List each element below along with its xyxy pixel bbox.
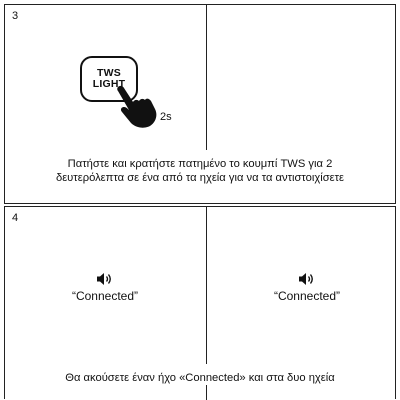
caption-line-1: Πατήστε και κρατήστε πατημένο το κουμπί … bbox=[67, 158, 333, 170]
step-4-caption: Θα ακούσετε έναν ήχο «Connected» και στα… bbox=[65, 372, 335, 384]
tws-button-label: TWS bbox=[97, 67, 121, 79]
step-number: 3 bbox=[12, 10, 19, 22]
left-speaker: “Connected” bbox=[45, 272, 165, 303]
panel-divider bbox=[206, 5, 207, 150]
speaker-status: “Connected” bbox=[71, 289, 139, 303]
speaker-sound-icon bbox=[299, 273, 313, 285]
pointing-hand-icon bbox=[117, 85, 157, 128]
speaker-status: “Connected” bbox=[273, 289, 341, 303]
step-number: 4 bbox=[12, 212, 19, 224]
speaker-sound-icon bbox=[97, 273, 111, 285]
step-3-panel: 3 TWS LIGHT 2s Πατήστε και κρατήστε πατη… bbox=[4, 4, 396, 204]
right-speaker: “Connected” bbox=[247, 272, 367, 303]
panel-divider-tail bbox=[206, 385, 207, 400]
light-button-label: LIGHT bbox=[92, 78, 126, 90]
panel-divider bbox=[206, 207, 207, 364]
step-4-panel: 4 “Connected” “Connected” Θα ακούσετε έν… bbox=[4, 206, 396, 400]
hold-duration: 2s bbox=[160, 111, 172, 123]
caption-line-2: δευτερόλεπτα σε ένα από τα ηχεία για να … bbox=[55, 172, 345, 184]
tws-light-button: TWS LIGHT bbox=[80, 56, 138, 102]
step-3-caption: Πατήστε και κρατήστε πατημένο το κουμπί … bbox=[5, 157, 395, 185]
